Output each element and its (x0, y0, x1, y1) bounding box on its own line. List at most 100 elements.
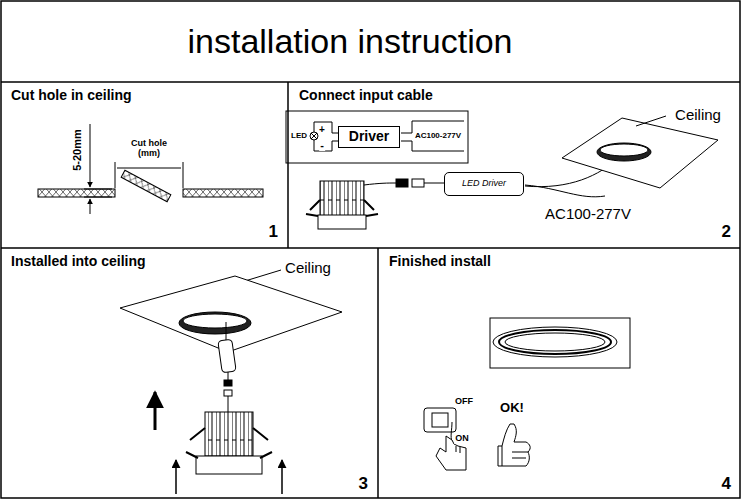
thumbs-up-part (498, 424, 530, 466)
page-title: installation instruction (187, 23, 512, 60)
step-panel: Cut hole in ceiling 1 (0, 82, 288, 248)
switch-label: ON (454, 434, 470, 444)
dimension-lines-part (183, 162, 184, 188)
part-label: Ceiling (284, 260, 332, 277)
driver-and-cable-part (228, 372, 229, 380)
direction-arrows-part (175, 460, 177, 494)
driver-box: Driver (338, 126, 400, 148)
downlight-part (186, 452, 272, 458)
driver-and-cable-part (224, 390, 232, 396)
ceiling-panel-part (179, 312, 251, 334)
downlight-part (190, 428, 268, 440)
dimension-lines-part (84, 189, 112, 190)
dimension-lines-part (84, 197, 112, 198)
frame-lines-part (287, 82, 289, 248)
wiring-schematic-part (310, 132, 318, 140)
step-number: 1 (269, 223, 278, 242)
thumbs-up-part (502, 446, 503, 466)
switch-hand-part (432, 413, 448, 427)
driver-and-cable (218, 322, 236, 412)
step-heading: Installed into ceiling (11, 254, 146, 269)
box-label: LED Driver (462, 179, 506, 189)
frame-lines-part (1, 81, 740, 83)
leader-lines-part (245, 270, 281, 281)
direction-arrows (155, 392, 282, 494)
terminal-label: LED (290, 132, 308, 141)
polarity-sign: - (319, 139, 325, 151)
step-heading: Connect input cable (299, 88, 433, 103)
step-number: 3 (359, 475, 368, 494)
box-label: Driver (349, 129, 389, 144)
downlight-part (310, 200, 374, 210)
installed-light (490, 318, 630, 368)
callout-text: OK! (499, 401, 525, 415)
ceiling-panel-part (600, 144, 648, 156)
leader-lines (245, 116, 666, 281)
downlight-part (196, 456, 262, 474)
dimension-lines-part (115, 162, 116, 188)
dimension-lines (84, 124, 183, 214)
direction-arrows-part (154, 392, 157, 430)
downlight-part (320, 181, 364, 217)
ceiling-panel-part (562, 118, 718, 188)
frame-lines-part (1, 247, 740, 249)
ceiling-panel-part (183, 314, 247, 328)
downlight (306, 181, 378, 229)
polarity-sign: + (318, 124, 326, 135)
wiring-schematic (286, 111, 468, 163)
wiring-schematic-part (311, 133, 317, 139)
ceiling-section-part (38, 189, 115, 197)
cable-connector-part (396, 179, 408, 187)
cable-connector-part (364, 183, 396, 185)
dimension-lines-part (90, 199, 91, 214)
downlight (186, 412, 272, 474)
switch-label: OFF (454, 397, 474, 407)
thumbs-up-part (512, 452, 528, 458)
voltage-label: AC100-277V (544, 206, 632, 223)
step-number: 2 (722, 223, 731, 242)
step-heading: Cut hole in ceiling (11, 88, 132, 103)
installed-light-part (499, 330, 611, 354)
dimension-lines-part (90, 124, 91, 187)
driver-and-cable-part (218, 339, 236, 373)
cut-piece (121, 170, 171, 201)
leader-lines-part (636, 116, 666, 126)
wiring-schematic-part (401, 141, 464, 151)
step-panel: DriverLED Driver Connect input cable 2 (288, 82, 741, 248)
wiring-schematic-part (286, 111, 468, 163)
ceiling-section-part (183, 189, 263, 197)
frame-lines-part (377, 248, 379, 498)
installed-light-part (490, 318, 630, 368)
driver-box: LED Driver (444, 172, 524, 196)
installed-light-part (493, 327, 617, 357)
cable-connector-part (424, 183, 444, 184)
step-number: 4 (722, 475, 731, 494)
direction-arrows-part (281, 460, 283, 494)
thumbs-up (498, 424, 530, 466)
dimension-label: Cut hole (mm) (121, 139, 177, 159)
part-label: Ceiling (674, 107, 722, 124)
dimension-lines-part (117, 168, 181, 169)
downlight-part (318, 215, 366, 229)
driver-and-cable-part (226, 322, 227, 340)
downlight-part (306, 214, 378, 216)
step-heading: Finished install (389, 254, 491, 269)
driver-and-cable-part (224, 380, 232, 386)
cable-connector-part (412, 179, 424, 187)
downlight-part (205, 412, 253, 456)
switch-hand-part (456, 446, 460, 453)
wiring-schematic-part (314, 140, 338, 151)
step-panel: Finished install 4 (378, 248, 741, 500)
ceiling-panel-part (597, 143, 651, 161)
driver-and-cable-part (228, 396, 229, 412)
ceiling-panel (562, 118, 718, 188)
installed-light-part (505, 333, 605, 351)
dimension-label: 5-20mm (71, 128, 83, 172)
cut-piece-part (121, 170, 171, 201)
step-panel: Installed into ceiling 3 (0, 248, 378, 500)
voltage-label: AC100-277V (414, 132, 462, 141)
